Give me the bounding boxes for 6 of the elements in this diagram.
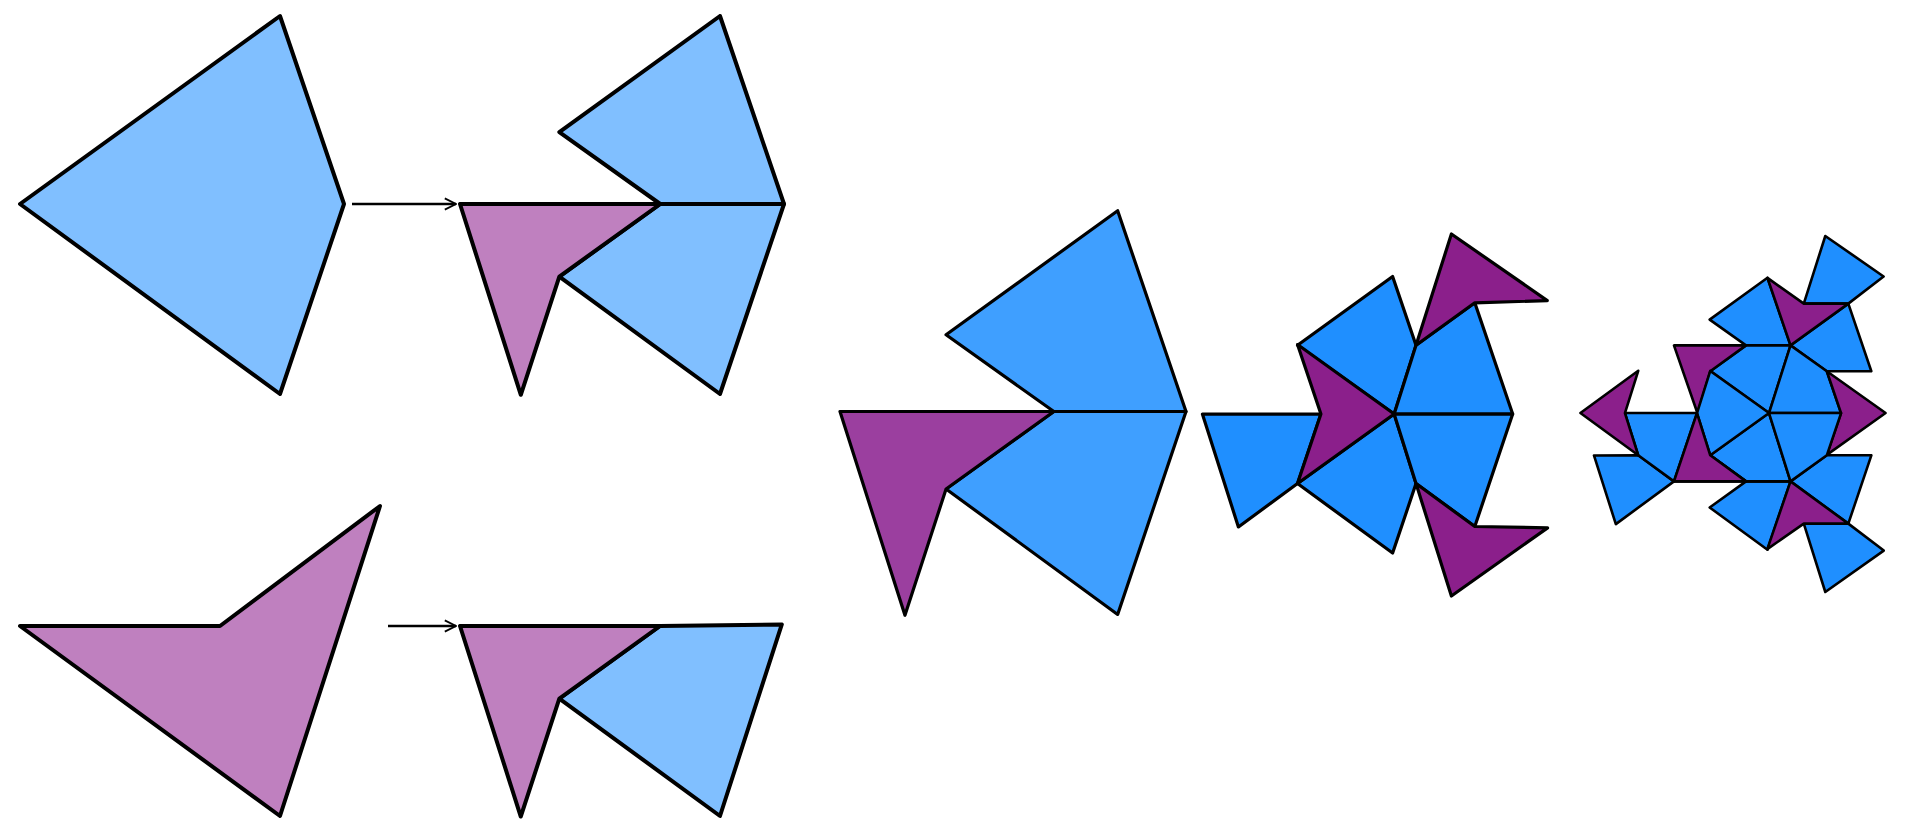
arrow — [388, 619, 457, 633]
kite-substitution-drawing — [458, 12, 790, 398]
dart-tile — [18, 504, 384, 820]
dart-substitution-drawing — [458, 624, 790, 820]
arrow — [352, 197, 457, 211]
kite-tile — [18, 14, 348, 398]
